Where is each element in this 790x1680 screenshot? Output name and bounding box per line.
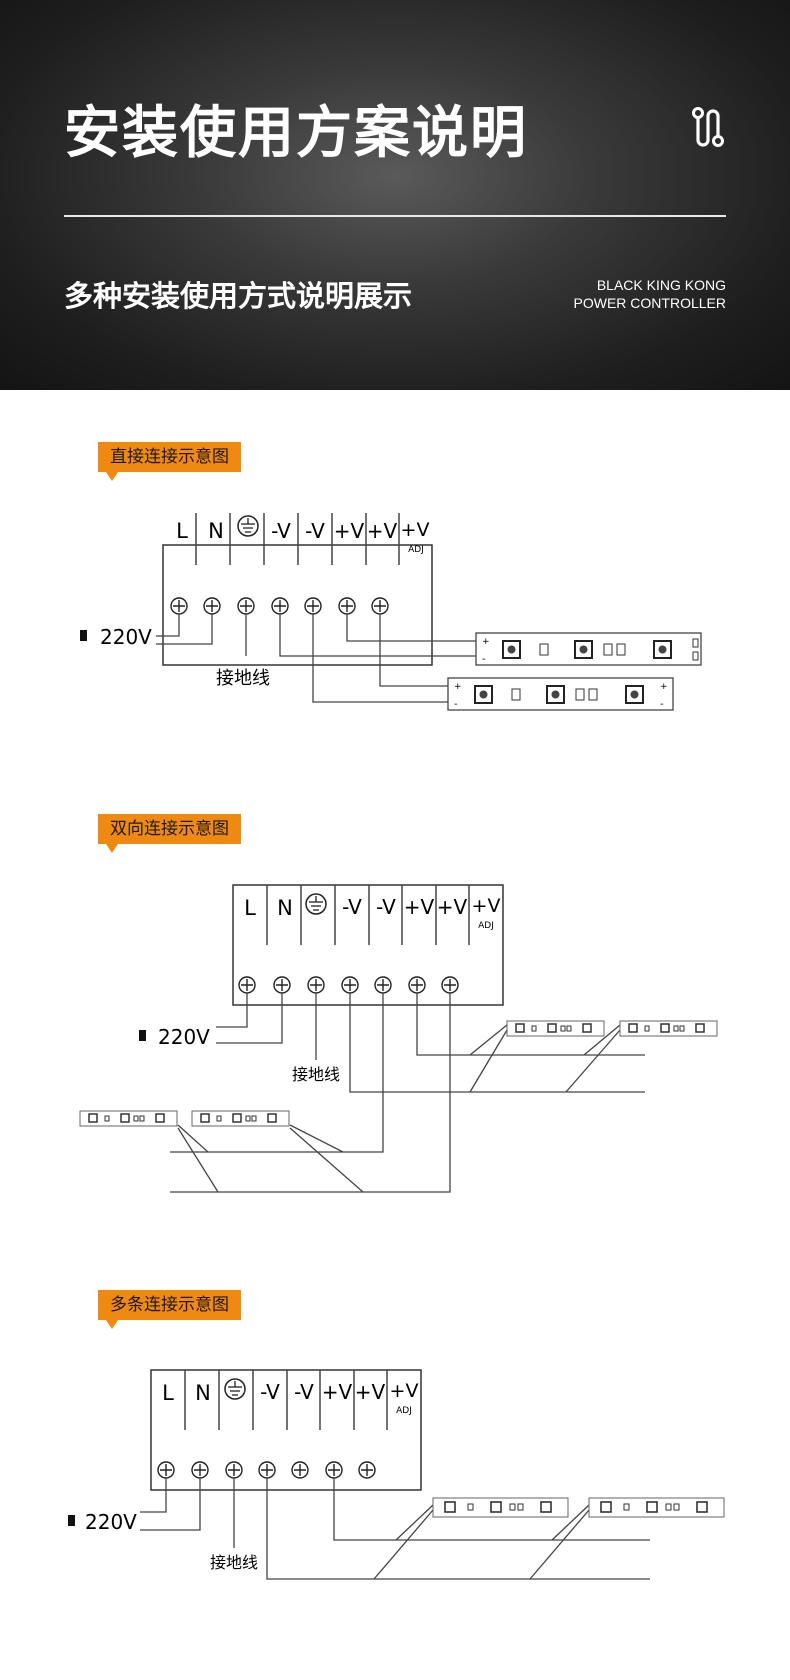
terminal-label-pos2: +V <box>355 1380 386 1404</box>
led-strip-left-1 <box>79 1110 178 1127</box>
led-strip-2: + - + - <box>447 677 674 711</box>
terminal-label-pos2: +V <box>437 895 468 919</box>
terminal-label-l: L <box>162 1381 174 1405</box>
screw-terminals <box>238 976 459 994</box>
ground-symbol-icon <box>305 893 327 915</box>
section-tag-direct: 直接连接示意图 <box>98 442 241 481</box>
voltage-label-2: 220V <box>158 1025 210 1049</box>
svg-text:+: + <box>660 682 668 692</box>
section-tag-bidirectional: 双向连接示意图 <box>98 814 241 853</box>
adj-label: ADJ <box>478 921 494 931</box>
terminal-label-neg2: -V <box>294 1380 314 1404</box>
terminal-label-n: N <box>195 1381 211 1405</box>
power-supply-2: L N -V -V +V +V +V ADJ <box>232 884 504 1006</box>
svg-text:-: - <box>660 699 664 710</box>
led-strip-multi-1 <box>432 1497 569 1518</box>
brand-logo-icon <box>692 107 724 147</box>
page-title: 安装使用方案说明 <box>64 101 528 166</box>
terminal-label-pos2: +V <box>367 519 398 543</box>
ground-wire-label-3: 接地线 <box>210 1553 258 1572</box>
terminal-label-pos-adj: +V <box>472 895 501 917</box>
terminal-label-pos-adj: +V <box>390 1380 419 1402</box>
voltage-label-1: 220V <box>100 625 152 649</box>
terminal-label-neg1: -V <box>271 519 291 543</box>
strip-leads-right <box>469 1024 621 1093</box>
header-banner: 安装使用方案说明 多种安装使用方式说明展示 BLACK KING KONG PO… <box>0 0 790 390</box>
svg-text:+: + <box>482 637 490 647</box>
terminal-label-pos1: +V <box>404 895 435 919</box>
power-supply-1: L N -V -V +V +V +V ADJ <box>162 513 433 666</box>
voltage-label-3: 220V <box>85 1510 137 1534</box>
section-tag-multiple: 多条连接示意图 <box>98 1290 241 1329</box>
strip-leads-left <box>177 1124 364 1193</box>
led-strip-left-2 <box>191 1110 290 1127</box>
plug-icon <box>139 1030 146 1041</box>
svg-text:-: - <box>482 654 486 665</box>
ground-wire-label-2: 接地线 <box>292 1065 340 1084</box>
screw-terminals <box>157 1461 376 1479</box>
screw-terminals <box>170 597 389 615</box>
svg-text:+: + <box>454 682 462 692</box>
terminal-label-neg2: -V <box>376 895 396 919</box>
terminal-label-n: N <box>208 519 224 543</box>
ground-symbol-icon <box>224 1378 246 1400</box>
terminal-label-pos1: +V <box>334 519 365 543</box>
adj-label: ADJ <box>396 1406 412 1416</box>
bidirectional-connection-diagram: L N -V -V +V +V +V ADJ 220V 接地线 <box>79 884 718 1193</box>
terminal-label-l: L <box>244 896 256 920</box>
multiple-connection-diagram: L N -V -V +V +V +V ADJ 220V 接地线 <box>68 1369 725 1580</box>
terminal-label-neg1: -V <box>342 895 362 919</box>
led-strip-1: +- <box>475 632 702 666</box>
terminal-label-neg2: -V <box>305 519 325 543</box>
terminal-label-pos-adj: +V <box>401 519 430 541</box>
page-subtitle: 多种安装使用方式说明展示 <box>64 279 413 313</box>
svg-text:-: - <box>454 699 458 710</box>
adj-label: ADJ <box>408 545 424 555</box>
led-strip-right-2 <box>619 1020 718 1037</box>
ground-symbol-icon <box>237 515 259 537</box>
terminal-label-l: L <box>176 519 188 543</box>
terminal-label-n: N <box>277 896 293 920</box>
strip-leads-multi <box>373 1504 590 1580</box>
brand-line-1: BLACK KING KONG <box>596 277 726 293</box>
brand-english-text: BLACK KING KONG POWER CONTROLLER <box>574 276 726 312</box>
led-strip-right-1 <box>506 1020 605 1037</box>
power-supply-3: L N -V -V +V +V +V ADJ <box>150 1369 422 1491</box>
plug-icon <box>68 1515 75 1526</box>
ground-wire-label-1: 接地线 <box>216 668 270 689</box>
brand-line-2: POWER CONTROLLER <box>573 295 726 311</box>
header-divider <box>64 215 726 217</box>
plug-icon <box>80 630 87 641</box>
direct-connection-diagram: L N -V -V +V +V +V ADJ 220V 接地线 <box>80 513 702 711</box>
led-strip-multi-2 <box>588 1497 725 1518</box>
terminal-label-neg1: -V <box>260 1380 280 1404</box>
terminal-label-pos1: +V <box>322 1380 353 1404</box>
